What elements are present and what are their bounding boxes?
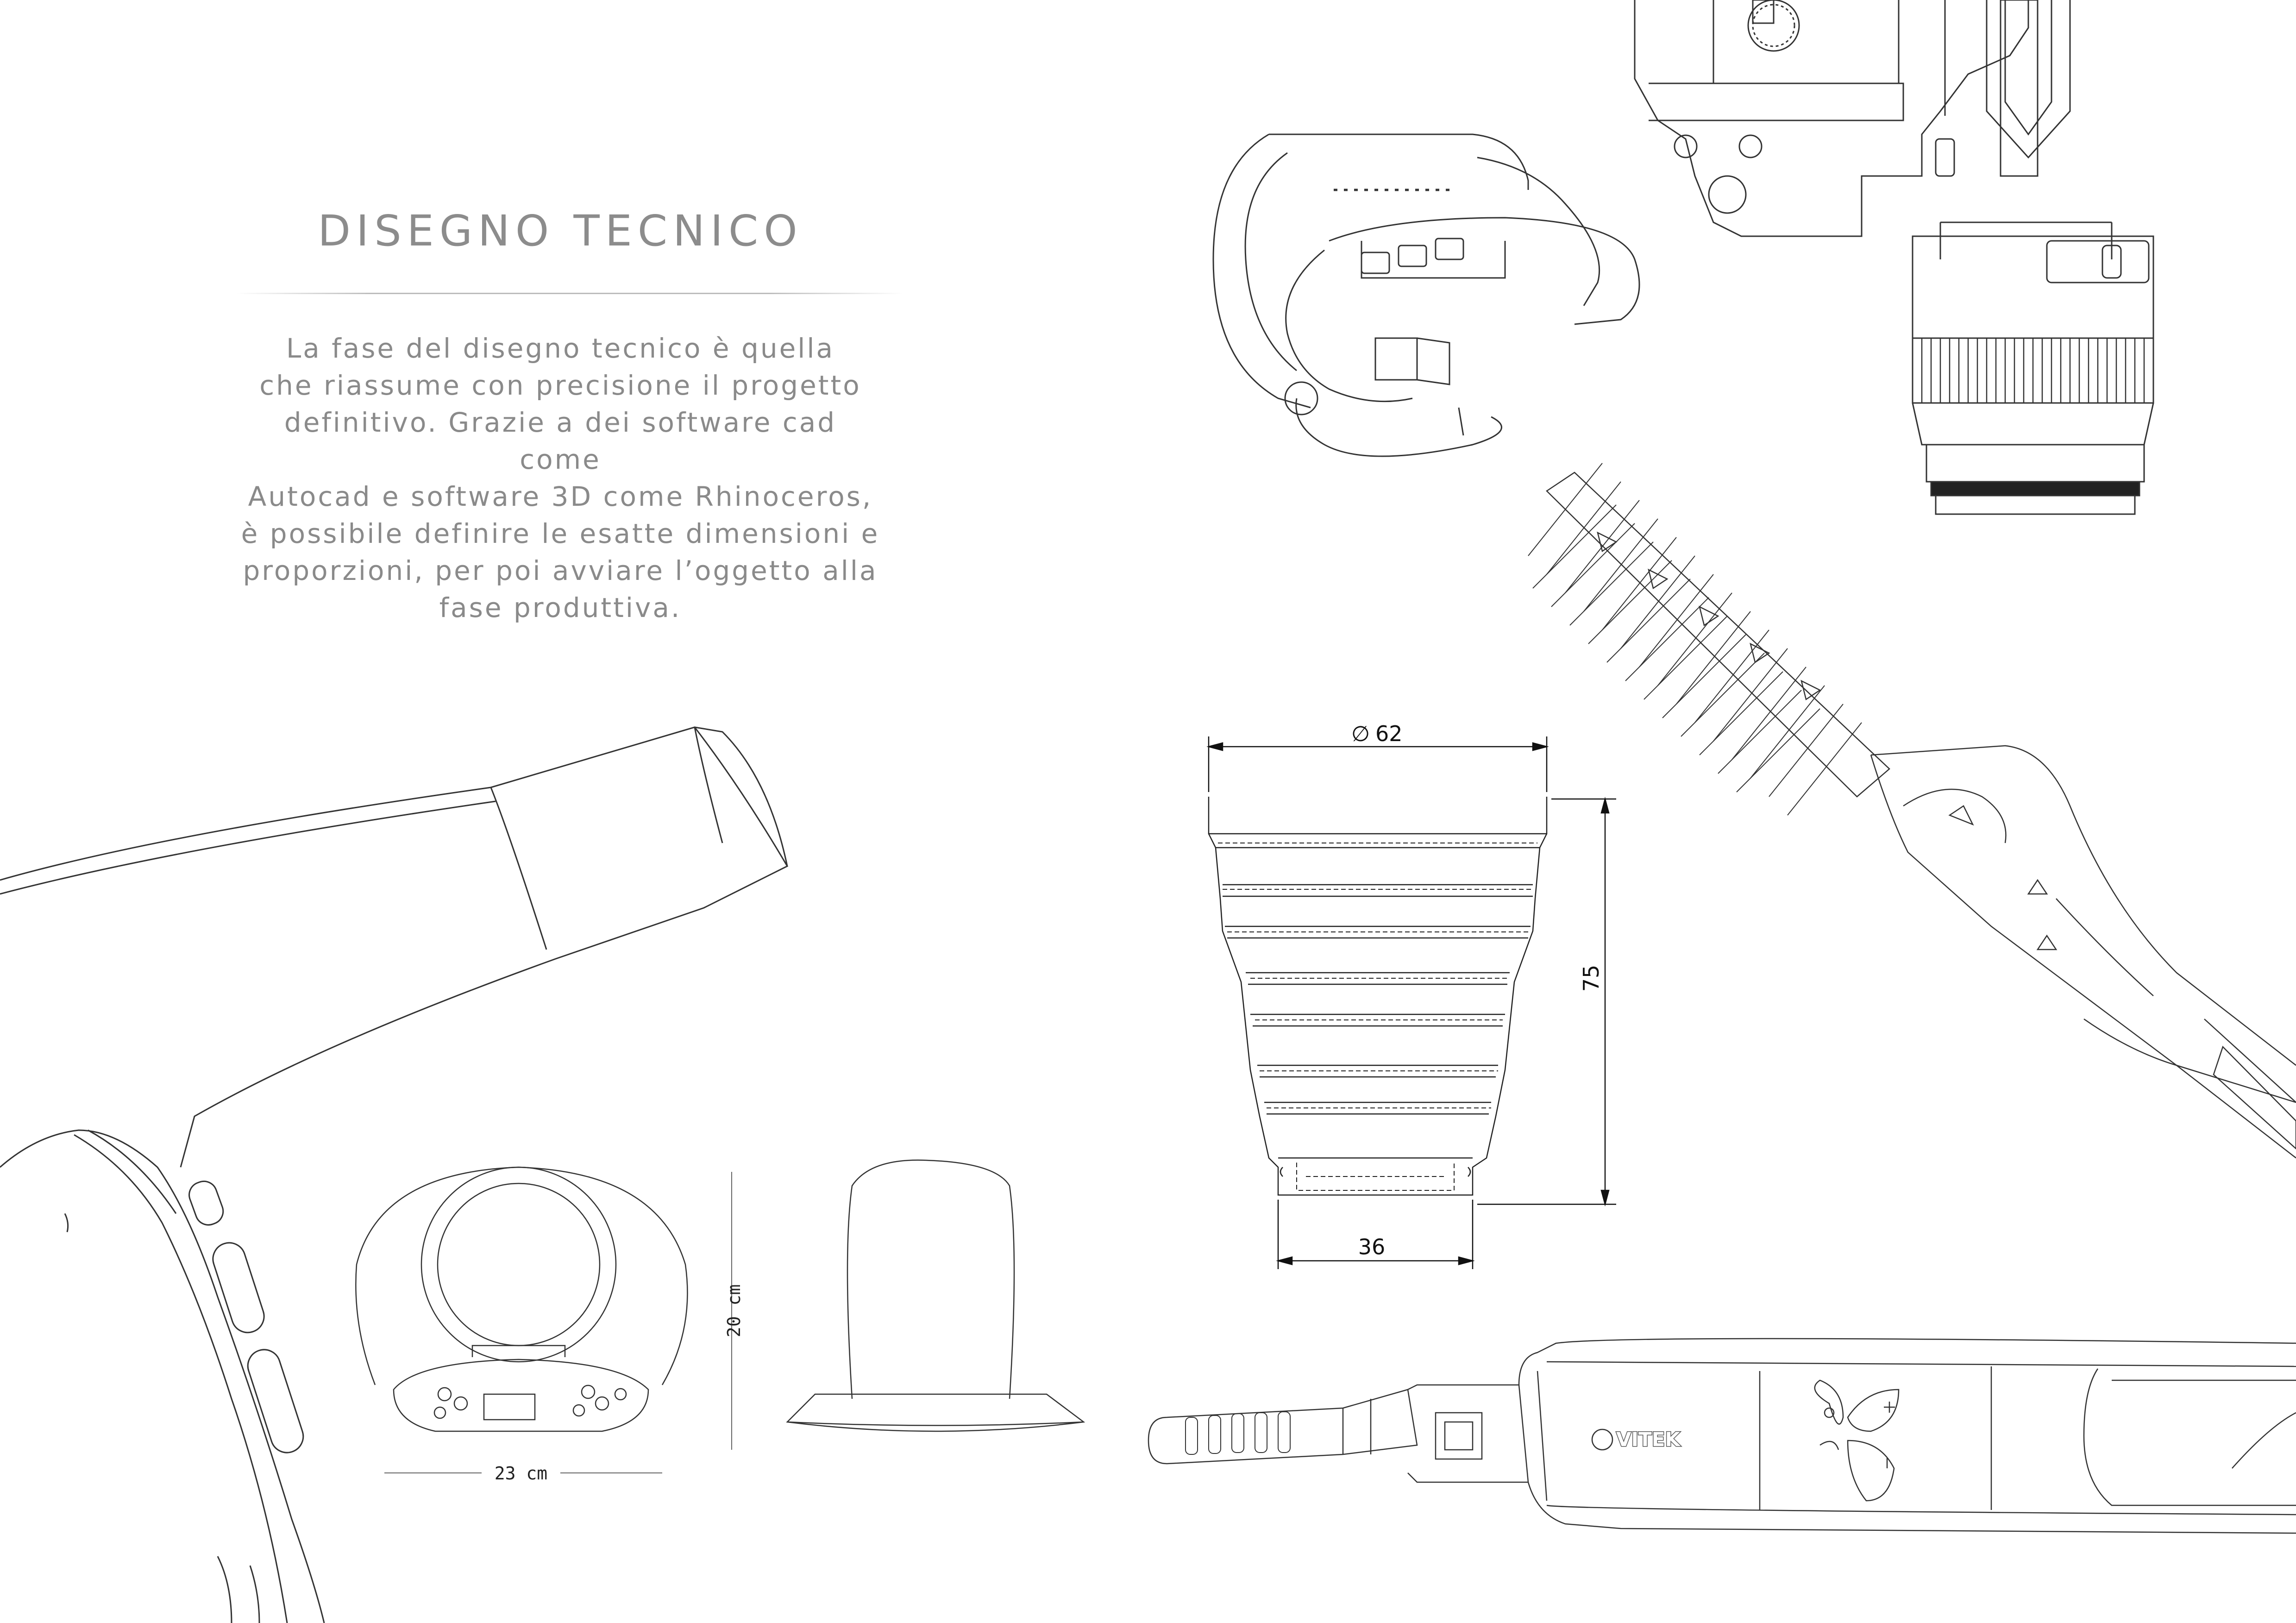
title-divider xyxy=(236,293,903,294)
intro-line: fase produttiva. xyxy=(439,592,682,623)
speaker-height-label: 20 cm xyxy=(724,1284,744,1337)
diameter-top-label: 62 xyxy=(1375,721,1403,746)
nozzle-height-label: 75 xyxy=(1579,965,1604,992)
intro-line: definitivo. Grazie a dei software cad co… xyxy=(284,407,837,475)
intro-line: La fase del disegno tecnico è quella xyxy=(286,333,835,364)
page-title: DISEGNO TECNICO xyxy=(318,206,803,256)
nozzle-bottom-label: 36 xyxy=(1358,1234,1386,1259)
speaker-side-drawing xyxy=(786,1159,1085,1432)
diffuser-nozzle-drawing xyxy=(1208,797,1548,1196)
intro-paragraph: La fase del disegno tecnico è quella che… xyxy=(241,330,880,626)
speaker-dock-drawing xyxy=(355,1166,688,1432)
intro-line: Autocad e software 3D come Rhinoceros, xyxy=(248,481,873,512)
speaker-width-label: 23 cm xyxy=(495,1463,547,1484)
camera-drawing xyxy=(1634,0,2154,515)
nozzle-dimensions xyxy=(1206,736,1616,1269)
diameter-symbol: ∅ xyxy=(1351,721,1370,746)
intro-line: che riassume con precisione il progetto xyxy=(259,370,861,401)
straightener-brand-label: VITEK xyxy=(1616,1428,1681,1451)
speaker-dimensions xyxy=(384,1172,732,1473)
hair-straightener-drawing xyxy=(1148,1338,2296,1534)
intro-line: è possibile definire le esatte dimension… xyxy=(241,518,880,549)
intro-line: proporzioni, per poi avviare l’oggetto a… xyxy=(243,555,878,586)
hair-dryer-drawing xyxy=(0,726,789,1623)
round-brush-drawing xyxy=(1528,463,2296,1158)
bracelet-drawing xyxy=(1212,133,1640,457)
